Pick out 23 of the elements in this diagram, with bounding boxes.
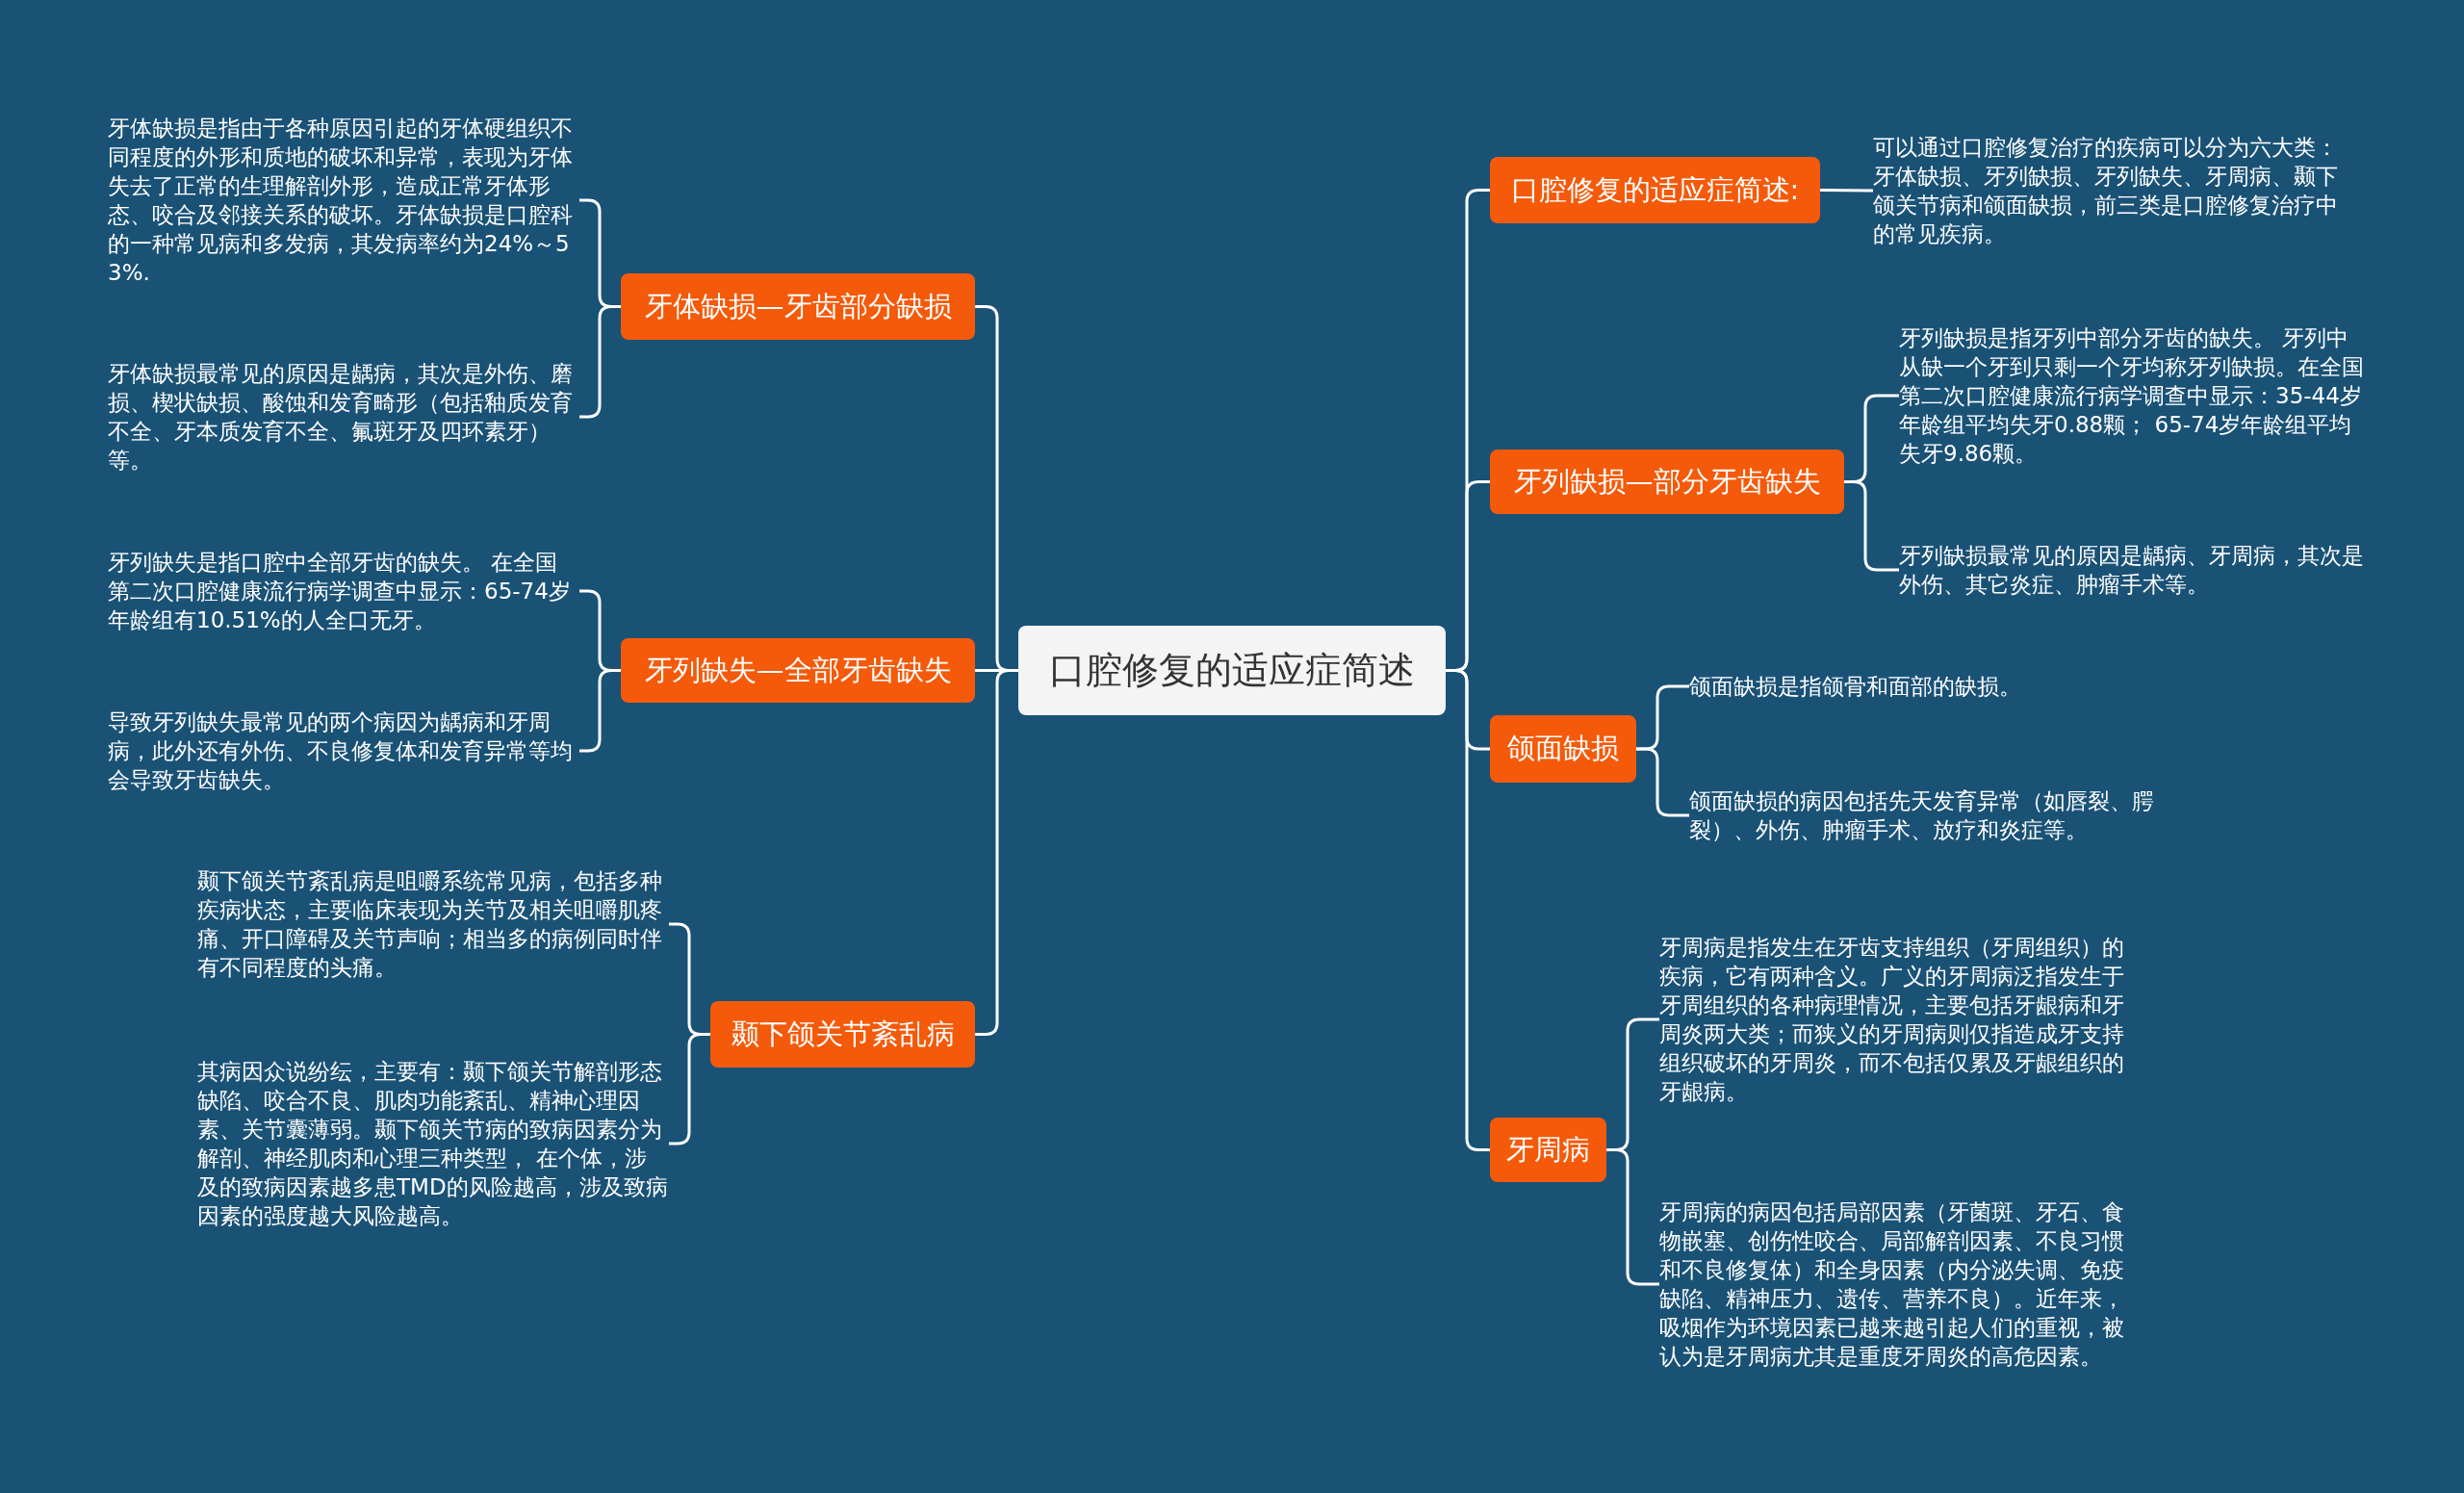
- branch-box: 口腔修复的适应症简述:: [1490, 157, 1820, 223]
- topic-box: 口腔修复的适应症简述: [1018, 626, 1446, 715]
- branch-box: 牙列缺失—全部牙齿缺失: [621, 638, 975, 703]
- note-text: 导致牙列缺失最常见的两个病因为龋病和牙周病，此外还有外伤、不良修复体和发育异常等均会导致牙齿缺失。: [108, 708, 574, 794]
- branch-box: 牙周病: [1490, 1118, 1606, 1182]
- connector-line: [975, 669, 1018, 1036]
- note-text: 牙列缺损最常见的原因是龋病、牙周病，其次是外伤、其它炎症、肿瘤手术等。: [1899, 542, 2365, 599]
- note-text: 可以通过口腔修复治疗的疾病可以分为六大类：牙体缺损、牙列缺损、牙列缺失、牙周病、颞下颌关节病和颌面缺损，前三类是口腔修复治疗中的常见疾病。: [1873, 134, 2339, 248]
- note-text: 牙周病的病因包括局部因素（牙菌斑、牙石、食物嵌塞、创伤性咬合、局部解剖因素、不良习惯和不良修复体）和全身因素（内分泌失调、免疫缺陷、精神压力、遗传、营养不良）。近年来，吸烟作为环境因素已越来越引起人们的重视，被认为是牙周病尤其是重度牙周炎的高危因素。: [1659, 1198, 2125, 1371]
- note-text: 其病因众说纷纭，主要有：颞下颌关节解剖形态缺陷、咬合不良、肌肉功能紊乱、精神心理因素、关节囊薄弱。颞下颌关节病的致病因素分为解剖、神经肌肉和心理三种类型， 在个体，涉及的致病因素越多患TMD的风险越高，涉及致病因素的强度越大风险越高。: [197, 1058, 669, 1230]
- branch-box: 颞下颌关节紊乱病: [710, 1001, 975, 1068]
- branch-box: 牙列缺损—部分牙齿缺失: [1490, 450, 1844, 514]
- note-text: 牙体缺损最常见的原因是龋病，其次是外伤、磨损、楔状缺损、酸蚀和发育畸形（包括釉质发育不全、牙本质发育不全、氟斑牙及四环素牙）等。: [108, 360, 574, 475]
- note-text: 颞下颌关节紊乱病是咀嚼系统常见病，包括多种疾病状态，主要临床表现为关节及相关咀嚼肌疼痛、开口障碍及关节声响；相当多的病例同时伴有不同程度的头痛。: [197, 867, 663, 982]
- note-text: 牙列缺损是指牙列中部分牙齿的缺失。 牙列中从缺一个牙到只剩一个牙均称牙列缺损。在全国第二次口腔健康流行病学调查中显示：35-44岁年龄组平均失牙0.88颗； 65-74岁年龄组平均失牙9.86颗。: [1899, 324, 2365, 468]
- note-text: 牙列缺失是指口腔中全部牙齿的缺失。 在全国第二次口腔健康流行病学调查中显示：65-74岁年龄组有10.51%的人全口无牙。: [108, 549, 572, 634]
- branch-box: 牙体缺损—牙齿部分缺损: [621, 273, 975, 340]
- branch-box: 颌面缺损: [1490, 715, 1636, 783]
- note-text: 牙周病是指发生在牙齿支持组织（牙周组织）的疾病，它有两种含义。广义的牙周病泛指发生于牙周组织的各种病理情况，主要包括牙龈病和牙周炎两大类；而狭义的牙周病则仅指造成牙支持组织破坏的牙周炎，而不包括仅累及牙龈组织的牙龈病。: [1659, 934, 2125, 1106]
- note-text: 颌面缺损是指颌骨和面部的缺损。: [1689, 673, 2022, 701]
- connector-line: [1820, 189, 1873, 193]
- note-text: 牙体缺损是指由于各种原因引起的牙体硬组织不同程度的外形和质地的破坏和异常，表现为牙体失去了正常的生理解剖外形，造成正常牙体形态、咬合及邻接关系的破坏。牙体缺损是口腔科的一种常见病和多发病，其发病率约为24%～53%.: [108, 115, 574, 287]
- note-text: 颌面缺损的病因包括先天发育异常（如唇裂、腭裂）、外伤、肿瘤手术、放疗和炎症等。: [1689, 787, 2155, 844]
